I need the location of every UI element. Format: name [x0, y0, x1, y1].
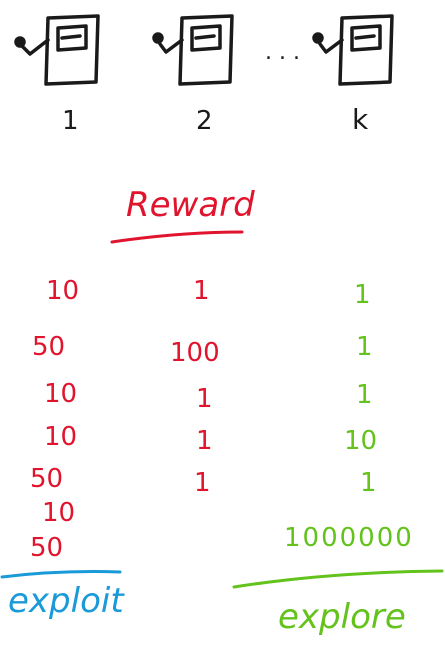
arm1-reward-6: 10 — [42, 498, 76, 528]
slot-machine-1-icon — [14, 14, 100, 86]
arm2-reward-1: 1 — [193, 276, 210, 306]
arm1-reward-7: 50 — [30, 533, 64, 563]
slot-machine-2-icon — [152, 14, 234, 86]
arm1-reward-5: 50 — [30, 464, 64, 494]
arm1-reward-2: 50 — [32, 332, 66, 362]
arm-label-k: k — [352, 103, 369, 136]
arm2-reward-3: 1 — [196, 384, 213, 414]
slot-machine-k-icon — [312, 14, 394, 86]
arms-ellipsis: . . . — [265, 40, 300, 65]
explore-label: explore — [278, 597, 406, 637]
arm2-reward-2: 100 — [170, 338, 220, 368]
armk-reward-6: 1000000 — [284, 523, 414, 553]
armk-reward-5: 1 — [360, 468, 377, 498]
arm-label-2: 2 — [196, 106, 213, 136]
arm2-reward-5: 1 — [194, 468, 211, 498]
armk-reward-1: 1 — [354, 280, 371, 310]
armk-reward-4: 10 — [344, 426, 378, 456]
reward-underline — [110, 230, 244, 244]
explore-divider — [232, 569, 444, 589]
exploit-label: exploit — [8, 581, 124, 621]
arm1-reward-4: 10 — [44, 422, 78, 452]
arm-label-1: 1 — [62, 106, 79, 136]
armk-reward-3: 1 — [356, 380, 373, 410]
arm1-reward-1: 10 — [46, 276, 80, 306]
reward-header: Reward — [126, 185, 255, 225]
exploit-divider — [0, 570, 122, 579]
armk-reward-2: 1 — [356, 332, 373, 362]
arm2-reward-4: 1 — [196, 426, 213, 456]
arm1-reward-3: 10 — [44, 379, 78, 409]
